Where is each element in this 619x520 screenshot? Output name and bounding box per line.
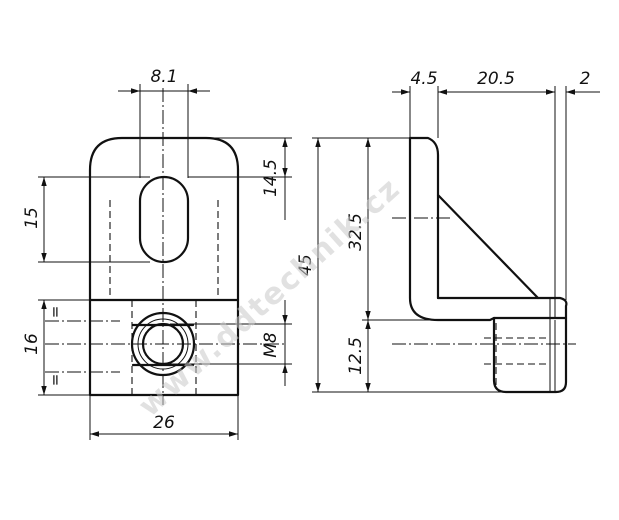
watermark: www.ddtechnik.cz — [132, 171, 408, 424]
slot — [138, 175, 190, 264]
dim-lip: 2 — [580, 69, 591, 89]
side-view: 4.5 20.5 2 45 32.5 12.5 — [296, 69, 600, 394]
nut-side — [492, 316, 568, 394]
dim-lower: 12.5 — [346, 337, 366, 375]
equal-mark-top: = — [46, 306, 64, 319]
dim-nut-height: 16 — [22, 333, 42, 355]
dim-wall: 4.5 — [410, 69, 437, 89]
dim-slot-length: 15 — [22, 207, 42, 229]
dim-top-to-slot: 14.5 — [261, 159, 281, 197]
dim-upper: 32.5 — [346, 213, 366, 251]
front-view: 8.1 14.5 15 16 = = M8 — [22, 67, 292, 440]
dim-height-total: 45 — [296, 254, 316, 276]
bracket-side-outline — [408, 136, 568, 322]
dim-width: 26 — [153, 413, 175, 433]
dim-reach: 20.5 — [477, 69, 515, 89]
dim-thread: M8 — [261, 332, 281, 358]
dim-slot-width: 8.1 — [150, 67, 177, 87]
equal-mark-bottom: = — [46, 374, 64, 387]
